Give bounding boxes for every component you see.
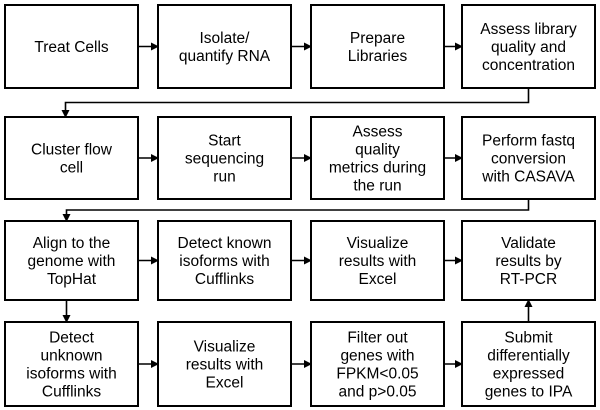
step-label-line: Filter out [347,330,408,347]
step-label-line: concentration [482,57,575,74]
step-label-line: TopHat [47,271,97,288]
step-label-line: Isolate/ [200,30,251,47]
step-box-border [310,321,445,407]
step-label-line: Assess [353,124,403,141]
step-label-line: genes to IPA [485,384,573,401]
step-label-line: Start [208,133,241,150]
step-label-line: FPKM<0.05 [336,366,418,383]
step-box-treat-cells: Treat Cells [4,4,139,89]
step-label-line: Submit [504,330,553,347]
step-label-line: Excel [359,271,397,288]
step-label-line: RT-PCR [500,271,557,288]
step-label-line: Cluster flow [31,142,113,159]
step-box-border [4,220,139,301]
step-label-line: unknown [40,348,102,365]
step-label-line: quantify RNA [179,48,271,65]
step-label-line: Visualize [347,235,409,252]
step-label-line: Cufflinks [42,384,101,401]
step-label-line: Prepare [350,30,405,47]
step-label-line: Detect known [178,235,272,252]
step-box-border [157,116,292,200]
step-label-line: Validate [501,235,556,252]
step-box-isolate-quantify-rna: Isolate/quantify RNA [157,4,292,89]
step-label-line: conversion [491,151,566,168]
step-label-line: isoforms with [26,366,116,383]
step-box-border [4,116,139,200]
step-box-border [310,220,445,301]
step-label-line: genes with [340,348,414,365]
step-box-border [310,116,445,200]
step-box-border [157,321,292,407]
arrow-row-wrap [61,88,530,118]
step-label-line: Cufflinks [195,271,254,288]
step-label-line: sequencing [185,151,264,168]
step-label-line: results with [186,357,264,374]
step-label-line: run [213,169,235,186]
step-box-border [461,4,596,89]
step-label-line: Detect [49,330,94,347]
step-box-border [461,220,596,301]
step-label-line: expressed [493,366,565,383]
step-box-border [310,4,445,89]
step-label-line: Excel [206,375,244,392]
step-label-line: Align to the [33,235,111,252]
step-box-border [4,4,139,89]
step-label-line: Libraries [348,48,408,65]
step-box-border [4,321,139,407]
connectors [61,42,533,368]
step-label-line: results with [339,253,417,270]
arrow-row-wrap [62,199,530,222]
step-label-line: results by [495,253,562,270]
step-label-line: Treat Cells [34,39,109,56]
step-label-line: differentially [487,348,570,365]
step-label-line: Visualize [194,339,256,356]
step-label-line: Assess library [480,21,577,38]
step-label-line: genome with [28,253,116,270]
step-box-border [157,4,292,89]
step-box-border [461,321,596,407]
step-label-line: quality [355,142,400,159]
step-label-line: the run [353,178,401,195]
step-label-line: quality and [491,39,566,56]
step-label-line: cell [60,160,83,177]
step-label-line: metrics during [329,160,426,177]
step-box-border [157,220,292,301]
step-label-line: and p>0.05 [338,384,416,401]
step-box-border [461,116,596,200]
step-label-line: with CASAVA [481,169,575,186]
step-label-line: Perform fastq [482,133,575,150]
step-label-line: isoforms with [179,253,269,270]
